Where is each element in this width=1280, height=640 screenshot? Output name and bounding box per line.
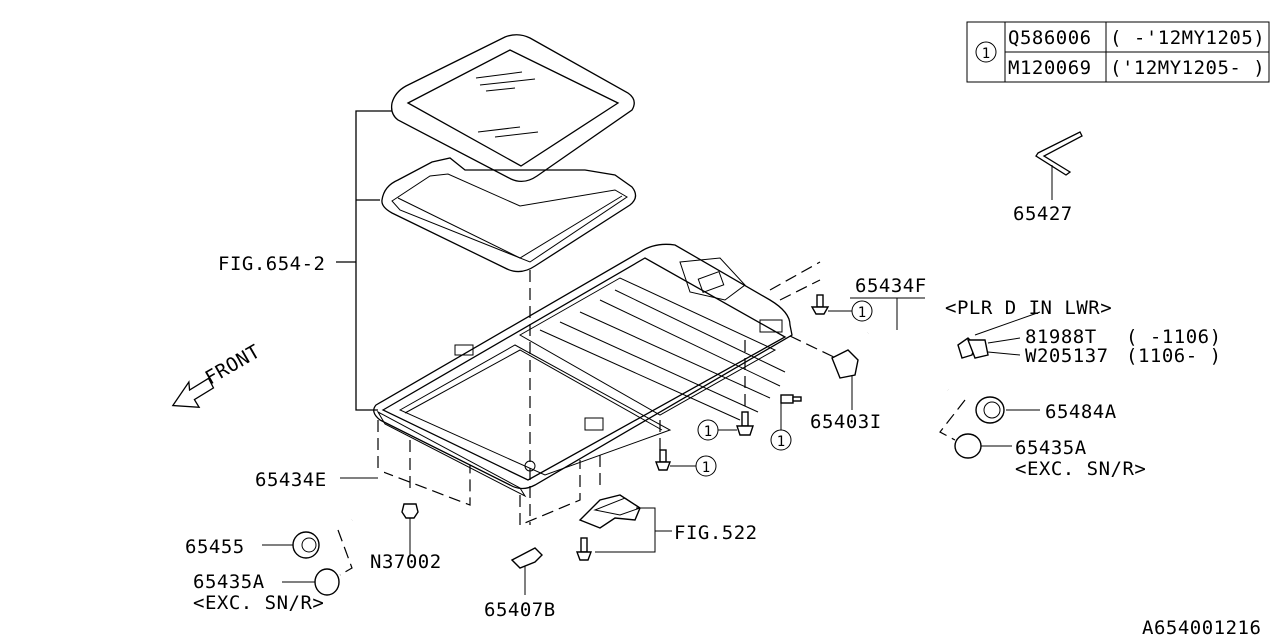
diagram-id: A654001216 [1142, 617, 1261, 639]
part-65455-grommet [262, 531, 320, 559]
label-65434E: 65434E [255, 469, 327, 491]
legend-range-1: ( -'12MY1205) [1110, 27, 1265, 49]
sunroof-frame [373, 243, 793, 498]
bolt-center: 1 [697, 411, 754, 441]
marker-1-d: 1 [702, 460, 710, 476]
dash-65435A-left [337, 529, 353, 576]
bolt-center-left: 1 [654, 449, 717, 477]
legend-part-2: M120069 [1008, 57, 1092, 79]
legend-marker-circle [975, 41, 997, 63]
marker-1-b: 1 [777, 434, 785, 450]
part-81988T-clip [957, 311, 1041, 359]
label-fig-522: FIG.522 [674, 522, 758, 544]
legend-part-1: Q586006 [1008, 27, 1092, 49]
label-W205137-range: (1106- ) [1126, 345, 1222, 367]
label-65455: 65455 [185, 536, 245, 558]
glass-seal-frame [381, 157, 637, 273]
label-65435A-left: 65435A [193, 571, 265, 593]
label-W205137: W205137 [1025, 345, 1109, 367]
label-front: FRONT [202, 340, 265, 389]
bolt-mid-right: 1 [770, 394, 802, 451]
label-65484A: 65484A [1045, 401, 1117, 423]
legend-range-2: ('12MY1205- ) [1110, 57, 1265, 79]
label-N37002: N37002 [370, 551, 442, 573]
legend-marker: 1 [982, 46, 990, 62]
legend-table: 1 Q586006 ( -'12MY1205) M120069 ('12MY12… [966, 21, 1270, 83]
marker-1-c: 1 [704, 424, 712, 440]
label-81988T: 81988T [1025, 326, 1097, 348]
fig-522-parts [575, 494, 672, 561]
front-arrow: FRONT [171, 340, 265, 408]
dash-65435A-right [939, 399, 966, 441]
part-65435A-right-plug [954, 433, 1012, 459]
part-65434F-drain-hose [850, 297, 949, 392]
part-65427-clip [1035, 131, 1083, 200]
label-65434F: 65434F [855, 275, 927, 297]
part-N37002-nut [401, 503, 419, 555]
label-65427: 65427 [1013, 203, 1073, 225]
marker-1-a: 1 [858, 305, 866, 321]
fig-654-2-bracket [336, 110, 392, 411]
part-65435A-left-plug [282, 568, 340, 596]
part-65407B-bracket [510, 547, 543, 595]
label-exc-left: <EXC. SN/R> [193, 592, 324, 614]
label-exc-right: <EXC. SN/R> [1015, 458, 1146, 480]
label-81988T-range: ( -1106) [1126, 326, 1222, 348]
bolt-top-right: 1 [810, 294, 873, 322]
label-plr-note: <PLR D IN LWR> [945, 297, 1112, 319]
glass-panel [390, 34, 635, 183]
part-65434E-drain-hose [340, 455, 385, 522]
label-65435A-right: 65435A [1015, 437, 1087, 459]
label-fig-654-2: FIG.654-2 [218, 253, 325, 275]
label-65407B: 65407B [484, 599, 556, 621]
label-65403I: 65403I [810, 411, 882, 433]
part-65403I-bracket [831, 349, 859, 410]
frame-projection-dashes [377, 261, 841, 526]
part-65484A-grommet [975, 396, 1040, 424]
